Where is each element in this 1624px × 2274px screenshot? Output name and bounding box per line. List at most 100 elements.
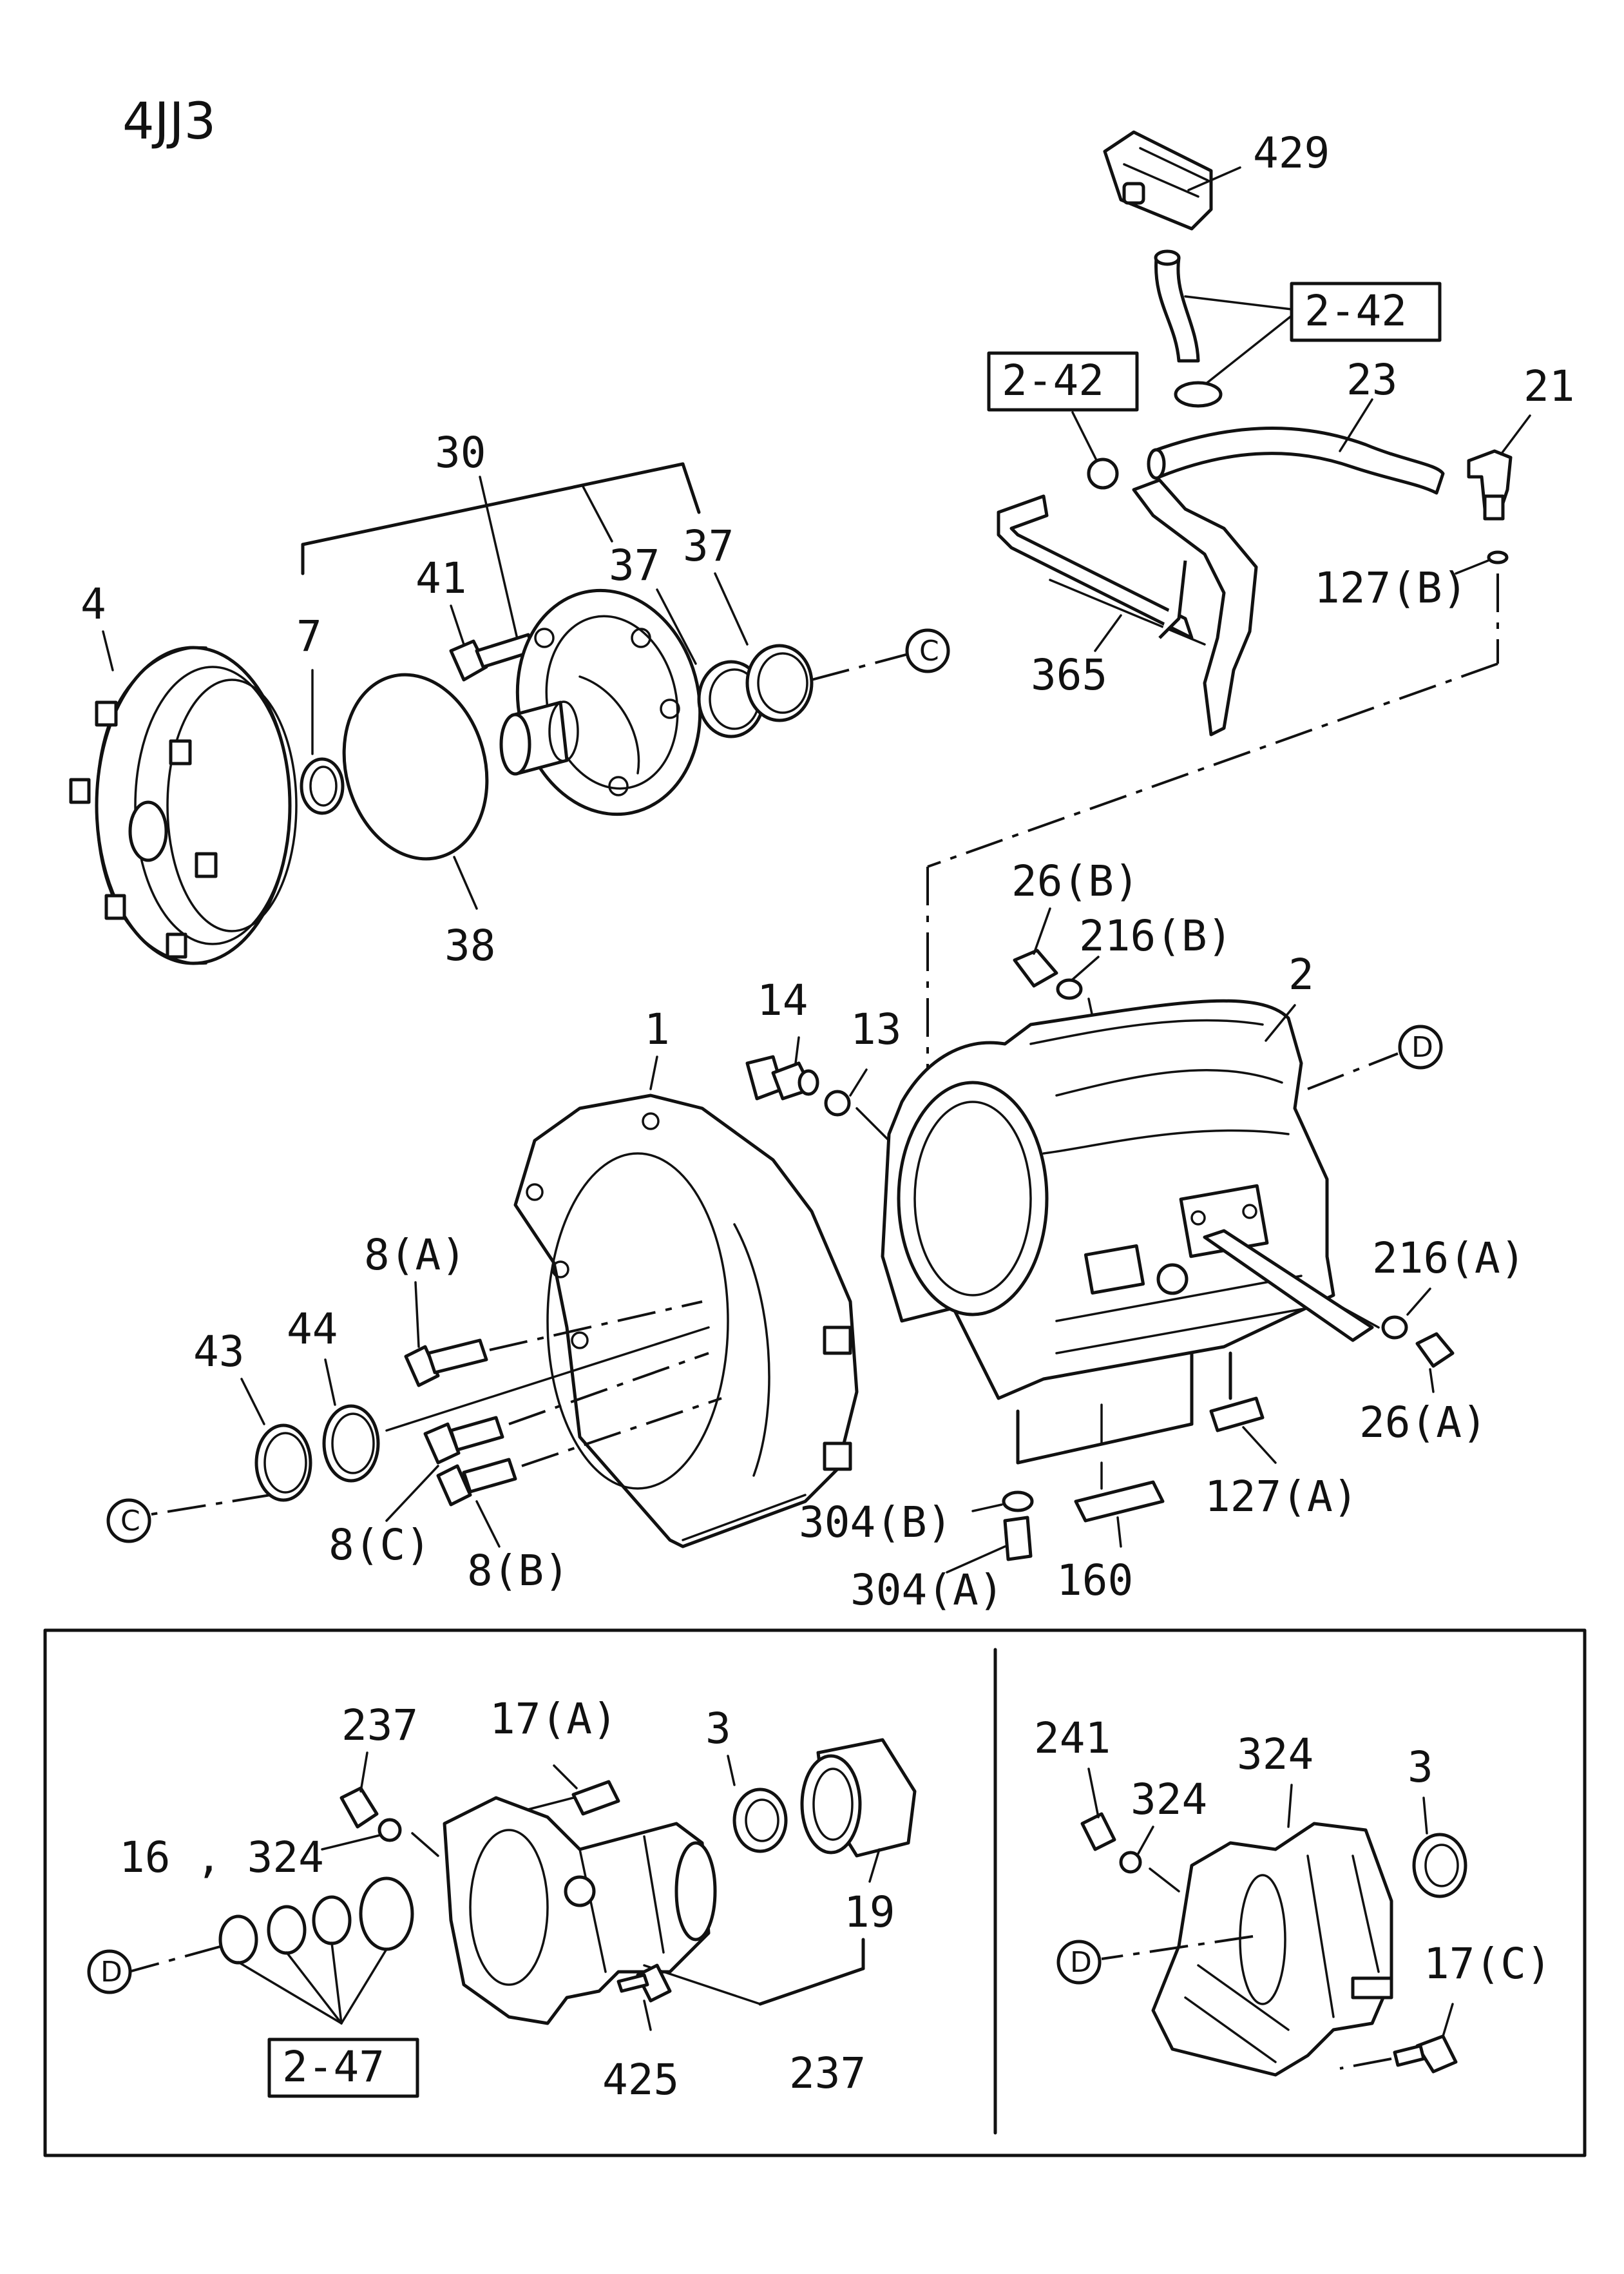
label-216b: 216(B)	[1079, 911, 1232, 961]
ref-box-2-42-lower	[987, 351, 1139, 412]
label-8b: 8(B)	[467, 1546, 569, 1595]
union-160	[1003, 1516, 1033, 1561]
bolt-17b	[636, 1963, 672, 2003]
label-3b: 3	[1408, 1742, 1433, 1792]
adapter-housing-241	[1151, 1822, 1393, 2077]
connector-c-top-label: C	[919, 635, 939, 668]
label-2-42-lower: 2-42	[1002, 356, 1104, 405]
sensor-14	[745, 1055, 819, 1101]
label-8c: 8(C)	[329, 1520, 431, 1570]
bolt-8c	[423, 1416, 504, 1465]
label-237b: 241	[1034, 1713, 1111, 1763]
label-23: 23	[1346, 355, 1397, 405]
label-2: 2	[1288, 950, 1314, 999]
washer-16-324	[377, 1818, 402, 1842]
vent-hose-23	[1151, 427, 1445, 495]
label-365: 365	[1031, 650, 1107, 700]
plug-26a	[1415, 1332, 1455, 1368]
label-26b: 26(B)	[1011, 856, 1140, 906]
label-324: 324	[1131, 1775, 1207, 1824]
label-44: 44	[287, 1304, 338, 1354]
label-30: 30	[435, 428, 486, 477]
label-38: 38	[444, 921, 495, 970]
label-160: 304(A)	[850, 1565, 1004, 1615]
label-16-324: 16 , 324	[119, 1833, 324, 1882]
connector-d-bottom-right	[1056, 1940, 1102, 1985]
connector-d-top-label: D	[1411, 1031, 1433, 1064]
connector-d-bottom-right-label: D	[1070, 1946, 1092, 1979]
connector-d-bottom-left-label: D	[100, 1956, 122, 1989]
label-14: 14	[757, 976, 808, 1025]
label-17a: 17(A)	[490, 1694, 618, 1744]
hose-clamp-lower	[1087, 458, 1119, 490]
washer-216b	[1056, 978, 1083, 1000]
ref-box-2-42-upper	[1290, 282, 1442, 342]
label-17c: 17(C)	[1424, 1939, 1552, 1989]
extension-housing-425	[443, 1796, 717, 2025]
label-41: 41	[416, 554, 466, 603]
bolt-237b	[1080, 1812, 1116, 1851]
label-237a: 237	[341, 1701, 418, 1750]
label-241: 324	[1237, 1730, 1314, 1779]
washer-324	[1119, 1851, 1142, 1874]
connector-d-top	[1398, 1025, 1443, 1070]
breather-pipe-bracket-365	[997, 478, 1258, 737]
label-19: 19	[844, 1887, 895, 1937]
connector-c-bottom-label: C	[120, 1505, 140, 1537]
label-37a: 37	[609, 541, 660, 590]
shim-set	[218, 1876, 414, 1965]
label-8a: 8(A)	[364, 1230, 466, 1280]
bolt-237a	[339, 1786, 379, 1829]
bolt-8b	[436, 1458, 517, 1507]
ref-box-2-47	[267, 2038, 419, 2098]
label-425: 237	[789, 2048, 866, 2098]
connector-c-bottom	[106, 1498, 151, 1543]
dust-cover-19	[800, 1738, 917, 1858]
bolt-17a	[571, 1780, 620, 1816]
label-3a: 3	[705, 1704, 731, 1753]
model-title: 4JJ3	[122, 93, 216, 151]
torque-converter-4	[69, 646, 298, 965]
label-plate-304b	[1209, 1396, 1265, 1432]
label-304b: 127(A)	[1205, 1472, 1358, 1521]
converter-housing-1	[513, 1094, 859, 1548]
oil-pump-assembly	[499, 588, 702, 816]
label-429: 429	[1253, 128, 1330, 178]
label-216a: 216(A)	[1372, 1233, 1525, 1283]
connector-d-bottom-left	[87, 1949, 132, 1994]
bolt-17c	[1415, 2034, 1458, 2074]
hose-clamp-upper	[1174, 381, 1223, 408]
label-13: 13	[850, 1005, 901, 1054]
plug-26b	[1013, 949, 1058, 988]
label-37b: 37	[683, 521, 734, 571]
label-2-42-upper: 2-42	[1304, 286, 1407, 336]
connector-c-top	[905, 628, 950, 673]
transmission-case-2	[881, 999, 1335, 1400]
label-127b: 127(B)	[1314, 563, 1467, 613]
label-21: 21	[1524, 361, 1574, 411]
label-plate-304a	[1074, 1480, 1165, 1523]
o-ring-127a	[1002, 1490, 1034, 1512]
o-ring-38	[342, 673, 489, 861]
label-43: 43	[193, 1327, 244, 1376]
label-4: 4	[81, 579, 106, 629]
washer-216a	[1381, 1315, 1408, 1340]
vent-connector-21	[1467, 449, 1513, 521]
o-ring-13	[824, 1090, 851, 1117]
label-7: 7	[296, 612, 322, 661]
label-2-47: 2-47	[282, 2042, 385, 2092]
snap-ring-37b	[745, 644, 814, 722]
o-ring-127b	[1487, 550, 1509, 564]
label-1: 1	[644, 1005, 670, 1054]
detail-frame	[43, 1628, 1587, 2157]
breather-hose	[1154, 256, 1200, 363]
label-17b: 425	[602, 2055, 679, 2105]
label-26a: 26(A)	[1359, 1398, 1487, 1447]
shaft-guide	[1203, 1229, 1374, 1342]
label-304a: 160	[1056, 1556, 1133, 1605]
label-127a: 304(B)	[799, 1498, 952, 1547]
breather-cap-429	[1103, 130, 1213, 231]
bolt-8a	[404, 1338, 488, 1387]
